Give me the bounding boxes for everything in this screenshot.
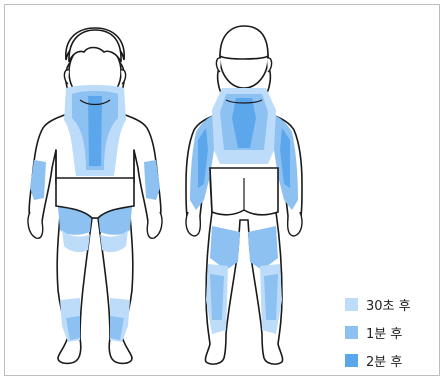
zone-front-forearm-right: [144, 160, 160, 200]
legend-item: 2분 후: [345, 349, 425, 371]
legend: 30초 후 1분 후 2분 후: [345, 293, 425, 377]
zone-back-calf-medium-right: [264, 274, 278, 320]
legend-item: 30초 후: [345, 293, 425, 315]
legend-label-1m: 1분 후: [366, 323, 402, 342]
legend-swatch-2m: [345, 354, 358, 367]
back-hair: [220, 26, 268, 59]
legend-swatch-1m: [345, 326, 358, 339]
zone-front-sternum-dark: [88, 96, 102, 166]
legend-item: 1분 후: [345, 321, 425, 343]
legend-swatch-30s: [345, 298, 358, 311]
legend-label-2m: 2분 후: [366, 351, 402, 370]
back-figure: [186, 26, 302, 364]
legend-label-30s: 30초 후: [366, 295, 411, 314]
zone-front-forearm-left: [30, 160, 46, 200]
zone-back-calf-medium-left: [210, 274, 224, 320]
front-figure: [28, 28, 162, 363]
